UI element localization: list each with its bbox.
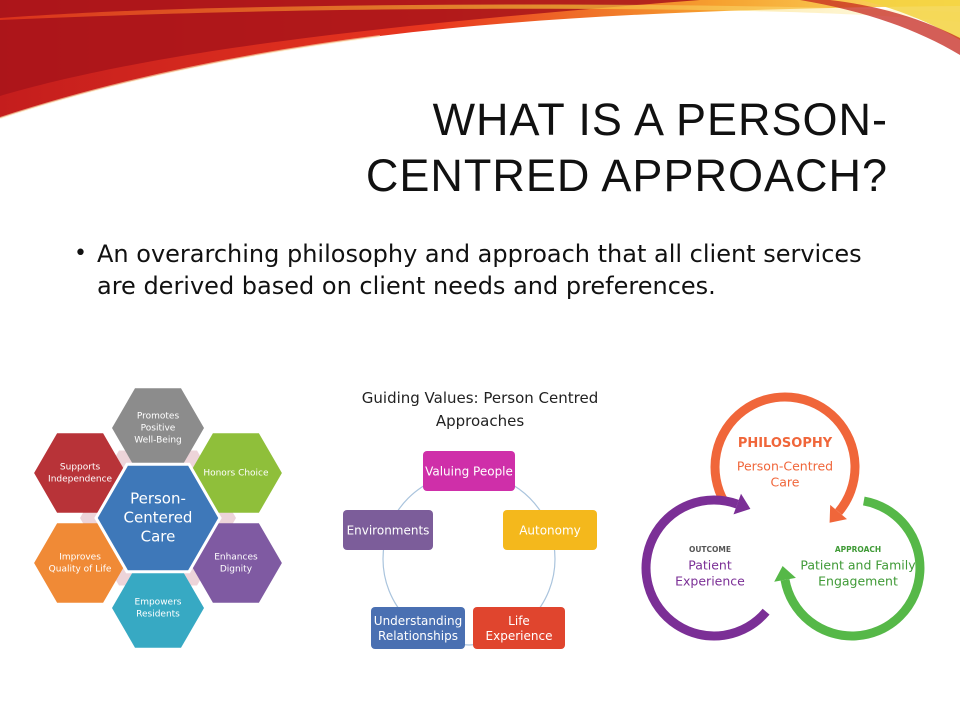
hexagon-label: Independence <box>48 475 112 485</box>
value-node <box>423 451 515 491</box>
bullet-point: • An overarching philosophy and approach… <box>74 238 894 302</box>
hexagon-label: Honors Choice <box>203 469 269 479</box>
value-node-label: Understanding <box>374 614 462 628</box>
value-hexagon <box>189 433 282 513</box>
value-node <box>371 607 465 649</box>
value-node <box>503 510 597 550</box>
hexagon-label: Empowers <box>135 598 182 608</box>
philosophy-label: Person-Centred <box>737 459 833 474</box>
hexagon-label: Enhances <box>214 553 258 563</box>
approach-label: Patient and Family <box>800 558 916 573</box>
value-hexagon <box>189 523 282 603</box>
bullet-marker: • <box>74 241 87 266</box>
outcome-arc <box>641 495 770 641</box>
value-node <box>343 510 433 550</box>
approach-label: Engagement <box>818 574 898 589</box>
hexagon-label: Residents <box>136 610 180 620</box>
philosophy-label: Care <box>771 475 800 490</box>
approach-arrowhead <box>774 566 796 582</box>
hexagon-label: Improves <box>59 553 101 563</box>
guiding-values-diagram: Guiding Values: Person CentredApproaches… <box>343 389 598 649</box>
title-line-2: CENTRED APPROACH? <box>365 150 888 201</box>
value-node-label: Environments <box>347 524 430 538</box>
hexagon-label: Dignity <box>220 565 253 575</box>
slide-title: WHAT IS A PERSON- CENTRED APPROACH? <box>168 92 888 204</box>
value-node <box>473 607 565 649</box>
value-hexagon <box>112 388 204 468</box>
center-hexagon <box>94 462 222 574</box>
outcome-label: Patient <box>688 558 732 573</box>
hexagon-label: Promotes <box>137 412 180 422</box>
decorative-swoosh <box>0 0 960 119</box>
hexagon-label: Quality of Life <box>49 565 112 575</box>
value-node-label: Autonomy <box>519 524 581 538</box>
philosophy-arrowhead <box>829 504 847 523</box>
center-hexagon-label: Care <box>141 528 176 546</box>
value-node-label: Experience <box>486 629 553 643</box>
diagram-title: Approaches <box>436 412 524 430</box>
value-node-label: Relationships <box>378 629 458 643</box>
outcome-heading: OUTCOME <box>689 545 731 554</box>
outcome-arrowhead <box>733 493 751 515</box>
approach-heading: APPROACH <box>835 545 881 554</box>
outcome-label: Experience <box>675 574 745 589</box>
value-hexagon <box>34 523 127 603</box>
value-node-label: Life <box>508 614 530 628</box>
hexagon-label: Positive <box>141 424 176 434</box>
value-node-label: Valuing People <box>425 465 513 479</box>
approach-arc <box>780 496 925 641</box>
hexagon-label: Well-Being <box>134 436 181 446</box>
value-hexagon <box>112 568 204 648</box>
value-hexagon <box>34 433 127 513</box>
title-line-1: WHAT IS A PERSON- <box>432 94 888 145</box>
hexagon-label: Supports <box>60 463 101 473</box>
center-hexagon-label: Centered <box>124 509 193 527</box>
philosophy-heading: PHILOSOPHY <box>738 436 833 451</box>
diagram-title: Guiding Values: Person Centred <box>362 389 598 407</box>
philosophy-arc <box>710 392 860 515</box>
center-hexagon-label: Person- <box>130 490 186 508</box>
bullet-text: An overarching philosophy and approach t… <box>97 240 862 300</box>
